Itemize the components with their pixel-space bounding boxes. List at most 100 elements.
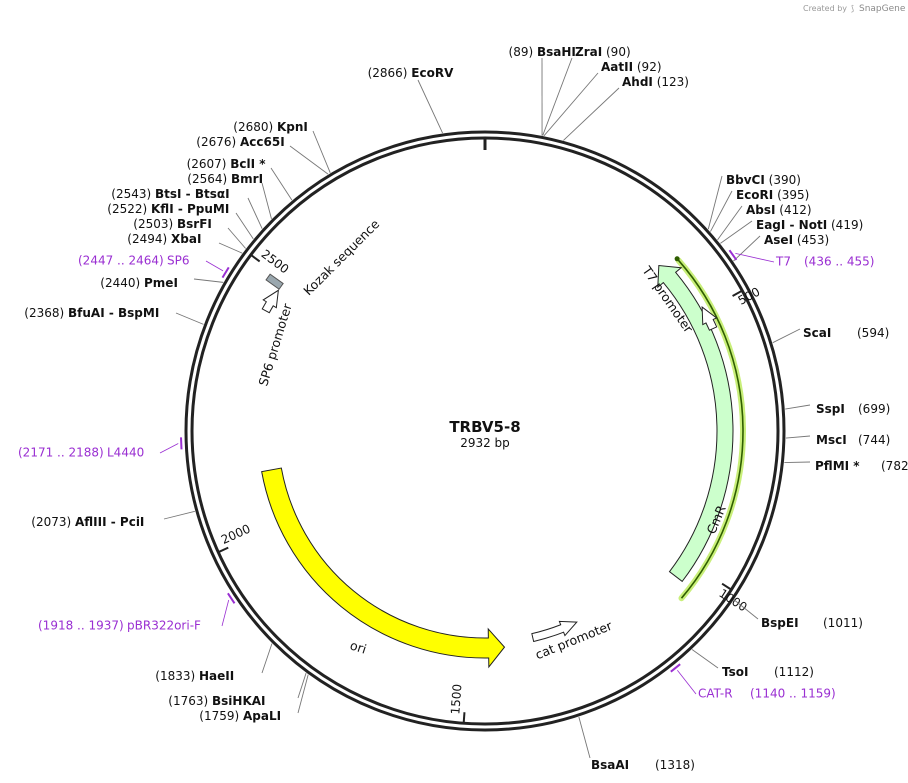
site-name-scai: ScaI bbox=[803, 326, 831, 340]
site-btsi-bts-i: (2543) BtsI - BtsαI bbox=[111, 187, 229, 201]
site-name-afliii-pcii: AflIII - PciI bbox=[75, 515, 144, 529]
credit-prefix: Created by bbox=[803, 4, 847, 13]
primer-mark-cat-r bbox=[670, 663, 681, 673]
site-kfli-ppumi: (2522) KflI - PpuMI bbox=[107, 202, 229, 216]
site-name-msci: MscI bbox=[816, 433, 847, 447]
site-name-apali: ApaLI bbox=[243, 709, 281, 723]
tick-mark-1000 bbox=[721, 582, 732, 590]
leader-bsaai bbox=[578, 716, 591, 759]
site-pos-aatii: (92) bbox=[633, 60, 661, 74]
site-name-bmri: BmrI bbox=[231, 172, 263, 186]
site-pos-ecorv: (2866) bbox=[368, 66, 412, 80]
leader-ahdi bbox=[563, 87, 620, 141]
site-tsoi: TsoI (1112) bbox=[722, 665, 814, 679]
site-pos-acc65i: (2676) bbox=[196, 135, 240, 149]
primer-name-t7: T7 bbox=[775, 255, 791, 269]
site-pos-asei: (453) bbox=[793, 233, 829, 247]
leader-acc65i bbox=[289, 145, 329, 175]
leader-afliii-pcii bbox=[163, 510, 196, 520]
feature-ori-arrow bbox=[261, 467, 506, 669]
feature-label-ori: ori bbox=[348, 637, 368, 656]
primer-mark-t7 bbox=[728, 249, 738, 261]
primer-name-l4440: L4440 bbox=[107, 446, 144, 460]
site-name-tsoi: TsoI bbox=[722, 665, 748, 679]
leader-btsi-bts-i bbox=[247, 197, 263, 229]
primer-mark-sp6 bbox=[221, 266, 230, 279]
site-pos-xbai: (2494) bbox=[127, 232, 171, 246]
feature-kozak-sequence-box bbox=[265, 273, 284, 290]
plasmid-size: 2932 bp bbox=[460, 436, 510, 450]
credit-brand: SnapGene bbox=[859, 4, 906, 14]
site-name-ecori: EcoRI bbox=[736, 188, 773, 202]
primer-leader-l4440 bbox=[159, 443, 179, 454]
site-pos-pflmi-star: (782) bbox=[881, 459, 908, 473]
leader-xbai bbox=[218, 242, 243, 254]
site-name-btsi-bts-i: BtsI - BtsαI bbox=[155, 187, 230, 201]
feature-cmr-arrow bbox=[657, 264, 734, 583]
site-bmri: (2564) BmrI bbox=[187, 172, 263, 186]
primer-name-cat-r: CAT-R bbox=[698, 687, 733, 701]
feature-label-sp6-promoter: SP6 promoter bbox=[255, 301, 295, 388]
primer-leader-pbr322ori-f bbox=[221, 599, 230, 627]
site-zrai: ZraI (90) bbox=[575, 45, 631, 59]
site-bsrfi: (2503) BsrFI bbox=[133, 217, 212, 231]
feature-label-kozak-sequence: Kozak sequence bbox=[300, 216, 382, 298]
leader-bsihkai bbox=[297, 672, 307, 699]
site-name-asei: AseI bbox=[764, 233, 793, 247]
tick-mark-1500 bbox=[462, 712, 466, 723]
leader-sspi bbox=[785, 404, 811, 410]
feature-sp6-promoter-arrow bbox=[261, 289, 279, 314]
primer-name-pbr322ori-f: pBR322ori-F bbox=[127, 619, 201, 633]
primer-range-cat-r: (1140 .. 1159) bbox=[750, 687, 836, 701]
tick-label-2000: 2000 bbox=[219, 522, 253, 547]
site-pos-bmri: (2564) bbox=[187, 172, 231, 186]
site-pos-apali: (1759) bbox=[199, 709, 243, 723]
site-pos-sspi: (699) bbox=[858, 402, 890, 416]
tick-label-1000: 1000 bbox=[716, 586, 749, 614]
site-pos-bspei: (1011) bbox=[823, 616, 863, 630]
site-pos-msci: (744) bbox=[858, 433, 890, 447]
site-name-pmei: PmeI bbox=[144, 276, 178, 290]
site-bsihkai: (1763) BsiHKAI bbox=[168, 694, 265, 708]
site-pos-kpni: (2680) bbox=[233, 120, 277, 134]
site-bspei: BspEI (1011) bbox=[761, 616, 863, 630]
site-pos-tsoi: (1112) bbox=[774, 665, 814, 679]
site-pos-absi: (412) bbox=[775, 203, 811, 217]
leader-asei bbox=[733, 235, 761, 262]
tick-mark-500 bbox=[732, 290, 742, 297]
tick-mark-2000 bbox=[218, 546, 229, 553]
site-name-ecorv: EcoRV bbox=[411, 66, 454, 80]
site-pos-btsi-bts-i: (2543) bbox=[111, 187, 155, 201]
site-pflmi-star: PflMI * (782) bbox=[815, 459, 908, 473]
site-pos-bsrfi: (2503) bbox=[133, 217, 177, 231]
primer-name-sp6: SP6 bbox=[167, 254, 190, 268]
site-ahdi: AhdI (123) bbox=[622, 75, 689, 89]
snapgene-credit: Created by ⟆ SnapGene bbox=[803, 4, 906, 14]
site-pos-eagi-noti: (419) bbox=[827, 218, 863, 232]
site-haeii: (1833) HaeII bbox=[155, 669, 234, 683]
leader-absi bbox=[717, 205, 743, 241]
site-name-bspei: BspEI bbox=[761, 616, 799, 630]
site-name-bfuai-bspmi: BfuAI - BspMI bbox=[68, 306, 159, 320]
site-eagi-noti: EagI - NotI (419) bbox=[756, 218, 863, 232]
site-pos-bfuai-bspmi: (2368) bbox=[24, 306, 68, 320]
site-name-bsrfi: BsrFI bbox=[177, 217, 212, 231]
primer-range-l4440: (2171 .. 2188) bbox=[18, 446, 104, 460]
leader-ecorv bbox=[417, 79, 443, 134]
site-scai: ScaI(594) bbox=[803, 326, 889, 340]
feature-t7-promoter-arrow bbox=[701, 306, 718, 331]
tick-mark-2500 bbox=[251, 254, 261, 263]
site-name-pflmi-star: PflMI * bbox=[815, 459, 860, 473]
site-afliii-pcii: (2073) AflIII - PciI bbox=[31, 515, 144, 529]
leader-kfli-ppumi bbox=[235, 212, 254, 240]
site-acc65i: (2676) Acc65I bbox=[196, 135, 284, 149]
site-bfuai-bspmi: (2368) BfuAI - BspMI bbox=[24, 306, 159, 320]
site-name-bsahi: BsaHI bbox=[537, 45, 576, 59]
primer-range-sp6: (2447 .. 2464) bbox=[78, 254, 164, 268]
cmr-strand-end-icon bbox=[674, 256, 680, 262]
tick-label-2500: 2500 bbox=[259, 247, 292, 277]
site-name-bcli-star: BclI * bbox=[230, 157, 266, 171]
leader-msci bbox=[785, 435, 811, 439]
site-pos-afliii-pcii: (2073) bbox=[31, 515, 75, 529]
site-pos-ahdi: (123) bbox=[653, 75, 689, 89]
